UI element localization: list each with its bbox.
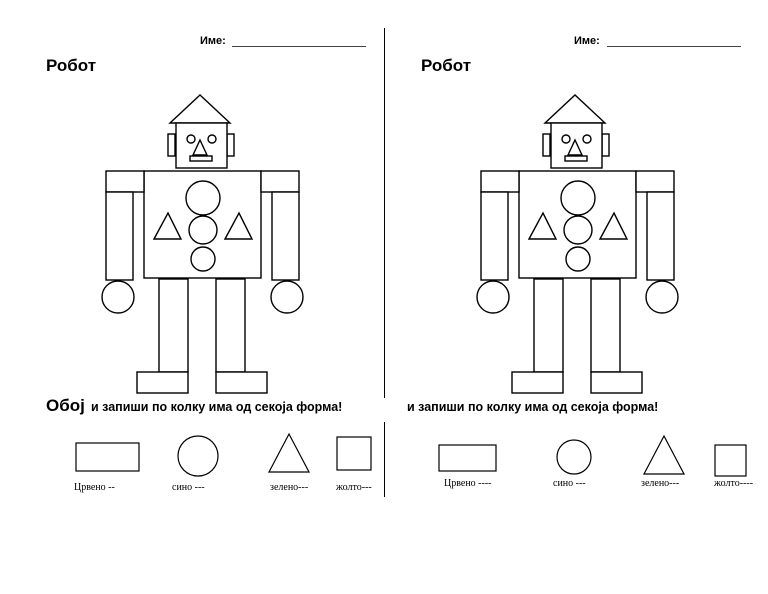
robot-left-foot [511, 371, 564, 394]
legend-label-blue: сино --- [553, 478, 586, 489]
robot-left-arm [480, 191, 509, 281]
legend-square [336, 436, 372, 471]
legend-square [714, 444, 747, 477]
robot-drawing [476, 94, 679, 394]
robot-chest-circle-3 [565, 246, 591, 272]
legend-circle [177, 435, 219, 477]
robot-right-eye [207, 134, 217, 144]
legend-label-green: зелено--- [641, 478, 680, 489]
worksheet-title: Робот [46, 56, 97, 75]
page-divider-bottom [384, 422, 385, 497]
worksheet-title: Робот [421, 56, 472, 75]
robot-chest-circle-3 [190, 246, 216, 272]
robot-left-shoulder [480, 170, 520, 193]
robot-chest-triangle-right [598, 211, 629, 240]
robot-right-foot [590, 371, 643, 394]
legend-label-green: зелено--- [270, 482, 309, 493]
legend-label-yellow: жолто--- [336, 482, 372, 493]
instruction-text: и запиши по колку има од секоја форма! [91, 400, 343, 414]
robot-chest-circle-2 [188, 215, 218, 245]
robot-right-leg [590, 278, 621, 373]
instruction-prefix: Обој [46, 396, 85, 415]
page-divider-top [384, 28, 385, 398]
robot-right-arm [271, 191, 300, 281]
legend-circle [556, 439, 592, 475]
robot-mouth [189, 155, 213, 162]
robot-chest-circle-1 [560, 180, 596, 216]
legend-label-blue: сино --- [172, 482, 205, 493]
name-label: Име: [200, 35, 226, 47]
robot-nose-triangle [566, 138, 584, 156]
robot-right-hand [645, 280, 679, 314]
robot-right-ear [601, 133, 610, 157]
robot-right-shoulder [260, 170, 300, 193]
robot-chest-circle-1 [185, 180, 221, 216]
robot-left-eye [561, 134, 571, 144]
robot-right-ear [226, 133, 235, 157]
robot-left-shoulder [105, 170, 145, 193]
robot-right-shoulder [635, 170, 675, 193]
robot-left-eye [186, 134, 196, 144]
instruction-text: и запиши по колку има од секоја форма! [407, 400, 659, 414]
robot-hat-triangle [543, 94, 607, 124]
legend-label-red: Црвено ---- [444, 478, 492, 489]
robot-right-arm [646, 191, 675, 281]
robot-chest-triangle-left [527, 211, 558, 240]
name-field-line[interactable] [607, 46, 741, 47]
name-label: Име: [574, 35, 600, 47]
robot-left-foot [136, 371, 189, 394]
robot-hat-triangle [168, 94, 232, 124]
robot-left-arm [105, 191, 134, 281]
robot-left-ear [167, 133, 176, 157]
robot-right-hand [270, 280, 304, 314]
legend-label-yellow: жолто---- [714, 478, 754, 489]
robot-chest-triangle-right [223, 211, 254, 240]
robot-right-foot [215, 371, 268, 394]
robot-left-ear [542, 133, 551, 157]
robot-right-eye [582, 134, 592, 144]
robot-left-leg [158, 278, 189, 373]
legend-label-red: Црвено -- [74, 482, 115, 493]
legend-rectangle [75, 442, 140, 472]
robot-mouth [564, 155, 588, 162]
robot-nose-triangle [191, 138, 209, 156]
robot-right-leg [215, 278, 246, 373]
legend-triangle [643, 434, 685, 475]
robot-left-leg [533, 278, 564, 373]
robot-left-hand [101, 280, 135, 314]
robot-chest-triangle-left [152, 211, 183, 240]
robot-chest-circle-2 [563, 215, 593, 245]
legend-rectangle [438, 444, 497, 472]
legend-triangle [268, 432, 310, 473]
robot-left-hand [476, 280, 510, 314]
robot-drawing [101, 94, 304, 394]
name-field-line[interactable] [232, 46, 366, 47]
